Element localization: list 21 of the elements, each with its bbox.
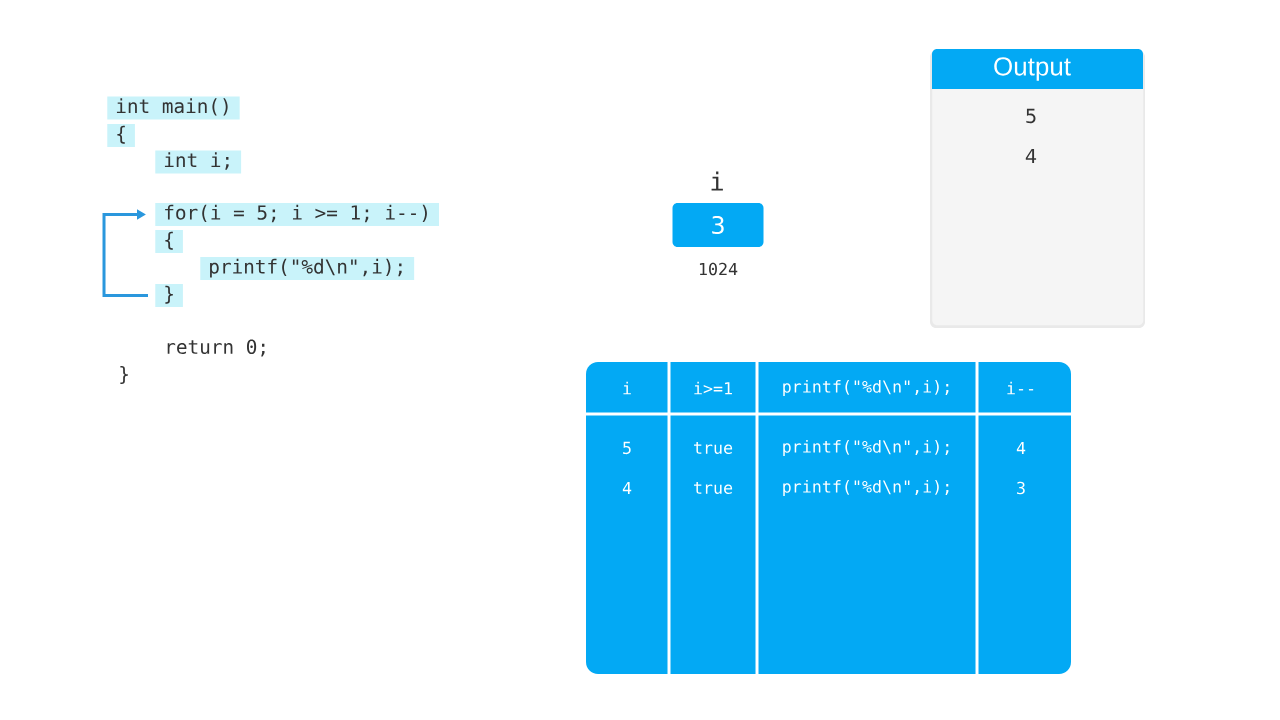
table-value: true bbox=[694, 482, 733, 494]
output-value: 5 bbox=[1026, 108, 1036, 124]
column-heading: i-- bbox=[1007, 381, 1034, 395]
panel-header: Output bbox=[932, 49, 1143, 89]
variable-name: i bbox=[711, 171, 723, 191]
variable-box: 3 bbox=[672, 203, 764, 247]
table-value: 3 bbox=[1017, 481, 1025, 495]
table-value: 5 bbox=[623, 441, 631, 455]
memory-address: 1024 bbox=[699, 262, 738, 276]
loop-arrow bbox=[102, 209, 148, 297]
table-value: true bbox=[694, 442, 733, 454]
output-value: 4 bbox=[1025, 148, 1037, 164]
column-heading: printf("%d\n",i); bbox=[783, 379, 949, 397]
table-value: 4 bbox=[1016, 441, 1026, 455]
table-value: printf("%d\n",i); bbox=[783, 439, 949, 457]
table-value: printf("%d\n",i); bbox=[783, 479, 949, 497]
code-text: return 0; bbox=[167, 339, 265, 357]
column-heading: i>=1 bbox=[694, 381, 732, 395]
column-heading: i bbox=[623, 381, 631, 395]
code-text: } bbox=[120, 366, 128, 384]
table-value: 4 bbox=[622, 481, 632, 495]
